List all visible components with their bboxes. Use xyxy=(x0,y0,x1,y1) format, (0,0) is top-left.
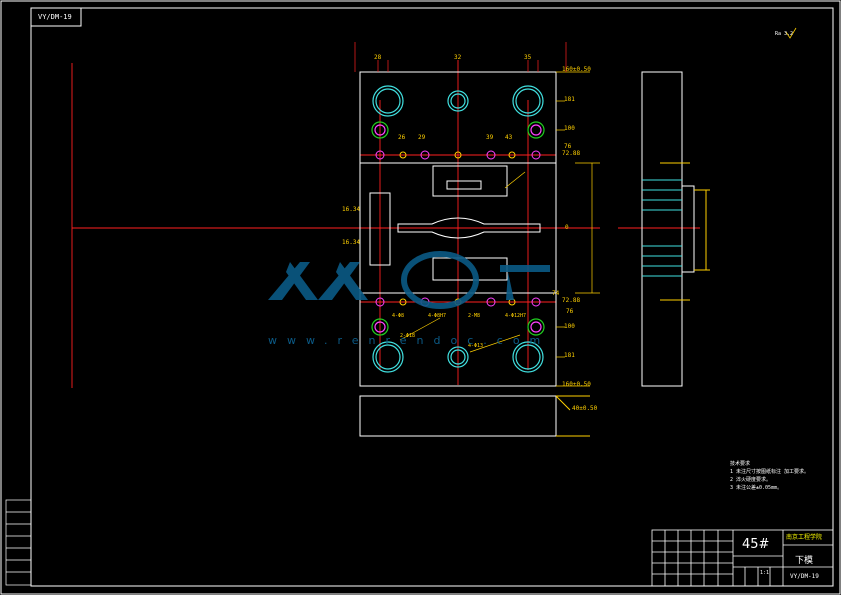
dim-col-b: 29 xyxy=(418,134,426,141)
guide-holes xyxy=(372,85,544,373)
dim-col-c: 39 xyxy=(486,134,494,141)
dim-width-top: 160±0.50 xyxy=(562,66,591,73)
note-item: 3 未注公差±0.05mm。 xyxy=(730,485,783,491)
note-item: 2 淬火硬度要求。 xyxy=(730,477,772,483)
dim-top-mid: 32 xyxy=(454,54,462,61)
notes-heading: 技术要求 xyxy=(730,461,751,467)
dim-side-height: 40±0.50 xyxy=(572,405,598,412)
die-cavity xyxy=(369,165,541,281)
drawing-code-box xyxy=(30,7,82,27)
drawing-code-titleblock: VY/DM-19 xyxy=(790,573,819,580)
side-plate xyxy=(359,395,590,437)
sheet-border-inner xyxy=(30,7,834,587)
scale-label: 1:1 xyxy=(760,570,770,576)
dim-side-left-a: 16.34 xyxy=(342,206,361,213)
part-name: 下模 xyxy=(795,556,814,566)
dim-top-left: 28 xyxy=(374,54,382,61)
dim-bottom-callout-c: 4-Φ12H7 xyxy=(505,313,527,319)
school-label: 南京工程学院 xyxy=(786,534,823,541)
dim-181-bottom: 181 xyxy=(564,352,575,359)
dim-76-bottom: 76 xyxy=(566,308,574,315)
roughness-icon xyxy=(785,27,797,39)
watermark-logo xyxy=(268,251,550,309)
screw-holes xyxy=(371,121,545,336)
dim-100-bottom: 100 xyxy=(564,323,575,330)
dim-72-top: 72.88 xyxy=(562,150,581,157)
dim-top-right: 35 xyxy=(524,54,532,61)
material-label: 45# xyxy=(742,537,770,552)
pin-row-top xyxy=(375,150,541,160)
dim-small-callout: 2-M8 xyxy=(468,313,481,319)
dim-col-a: 26 xyxy=(398,134,406,141)
title-block xyxy=(651,529,834,587)
dim-100-top: 100 xyxy=(564,125,575,132)
left-title-strip xyxy=(5,499,32,586)
dim-col-d: 43 xyxy=(505,134,513,141)
dim-bottom-callout-b: 4-Φ13 xyxy=(468,343,484,349)
technical-notes: 技术要求 1 未注尺寸按图纸标注 加工要求。 2 淬火硬度要求。 3 未注公差±… xyxy=(730,460,809,492)
dim-mid-zero: 0 xyxy=(565,224,569,231)
dim-76-top: 76 xyxy=(564,143,572,150)
dim-pin-callout: 4-Φ8H7 xyxy=(428,313,447,319)
note-item: 1 未注尺寸按图纸标注 加工要求。 xyxy=(730,469,810,475)
dim-72-bottom: 72.88 xyxy=(562,297,581,304)
dim-hole-callout: 4-Φ8 xyxy=(392,313,405,319)
dimension-lines xyxy=(354,42,600,387)
dim-74-bottom: 74 xyxy=(552,290,560,297)
watermark-url: www.renrendoc.com xyxy=(268,334,551,347)
drawing-code-top: VY/DM-19 xyxy=(38,13,72,21)
dim-bottom-callout-a: 2-Φ18 xyxy=(400,333,416,339)
dim-181-top: 181 xyxy=(564,96,575,103)
side-view xyxy=(641,71,710,387)
dim-width-bottom: 160±0.50 xyxy=(562,381,591,388)
main-plate xyxy=(359,71,557,387)
roughness-label: Ra 3.2 xyxy=(775,31,794,37)
dim-side-left-b: 16.34 xyxy=(342,239,361,246)
